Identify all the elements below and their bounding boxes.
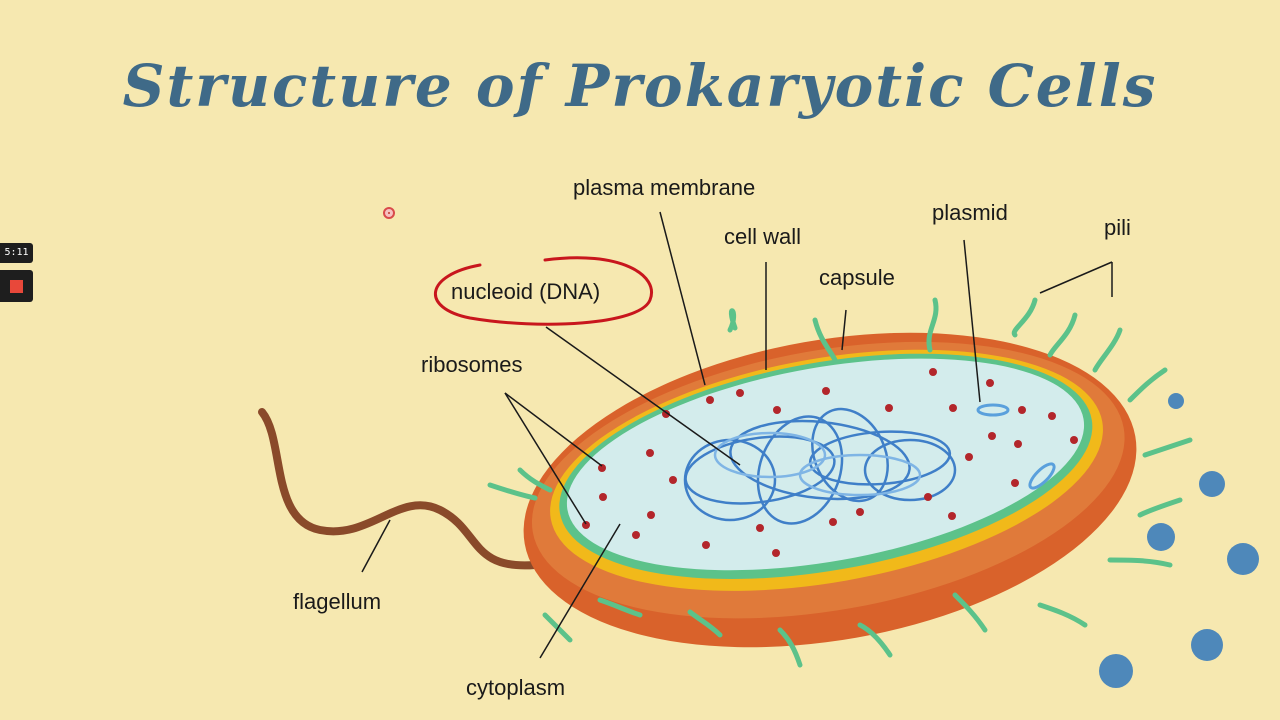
floating-dots — [1099, 393, 1259, 688]
label-cytoplasm: cytoplasm — [466, 675, 566, 700]
leader-lines — [361, 211, 1113, 659]
plasmid — [1028, 462, 1056, 490]
slide-title: Structure of Prokaryotic Cells — [122, 52, 1158, 120]
label-nucleoid: nucleoid (DNA) — [451, 279, 601, 304]
pili — [487, 297, 1193, 668]
nucleoid-annotation-circle — [434, 256, 653, 326]
plasmid — [976, 403, 1010, 417]
label-plasmid: plasmid — [932, 200, 1008, 225]
label-capsule: capsule — [819, 265, 895, 290]
label-ribosomes: ribosomes — [421, 352, 523, 377]
ribosomes — [582, 368, 1078, 557]
pointer-cursor — [383, 207, 395, 219]
label-flagellum: flagellum — [293, 589, 382, 614]
recording-timer: 5:11 — [0, 243, 33, 263]
nucleoid-dna — [683, 407, 957, 525]
label-pili: pili — [1104, 215, 1131, 240]
flagellum — [258, 408, 539, 570]
label-cell-wall: cell wall — [724, 224, 802, 249]
stop-square-icon — [10, 280, 23, 293]
label-plasma-membrane: plasma membrane — [573, 175, 756, 200]
stop-recording-button[interactable] — [0, 270, 33, 302]
